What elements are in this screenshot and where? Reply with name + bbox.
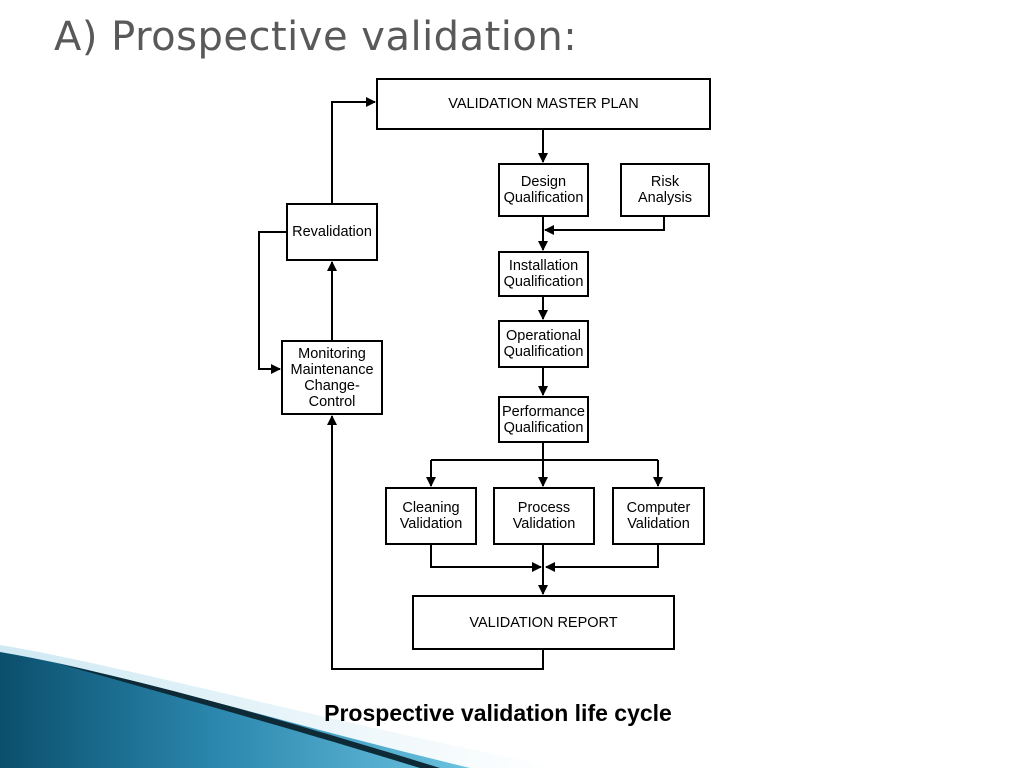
node-process-validation: Process Validation xyxy=(493,487,595,545)
node-performance-qualification: Performance Qualification xyxy=(498,396,589,443)
arrow-computer-merge xyxy=(545,545,659,572)
arrow-revalidation-to-vmp xyxy=(331,97,376,203)
node-cleaning-validation: Cleaning Validation xyxy=(385,487,477,545)
caption-text: Prospective validation life cycle xyxy=(324,700,672,726)
node-validation-master-plan: VALIDATION MASTER PLAN xyxy=(376,78,711,130)
node-monitoring-maintenance: Monitoring Maintenance Change- Control xyxy=(281,340,383,415)
node-revalidation: Revalidation xyxy=(286,203,378,261)
diagram-caption: Prospective validation life cycle xyxy=(0,700,1000,727)
slide-title: A) Prospective validation: xyxy=(54,14,578,60)
node-operational-qualification: Operational Qualification xyxy=(498,320,589,368)
node-design-qualification: Design Qualification xyxy=(498,163,589,217)
arrow-risk-to-main xyxy=(544,217,665,235)
node-computer-validation: Computer Validation xyxy=(612,487,705,545)
node-risk-analysis: Risk Analysis xyxy=(620,163,710,217)
arrow-cleaning-merge xyxy=(430,545,542,572)
node-validation-report: VALIDATION REPORT xyxy=(412,595,675,650)
node-installation-qualification: Installation Qualification xyxy=(498,251,589,297)
arrow-revalidation-to-monitoring xyxy=(258,231,286,374)
